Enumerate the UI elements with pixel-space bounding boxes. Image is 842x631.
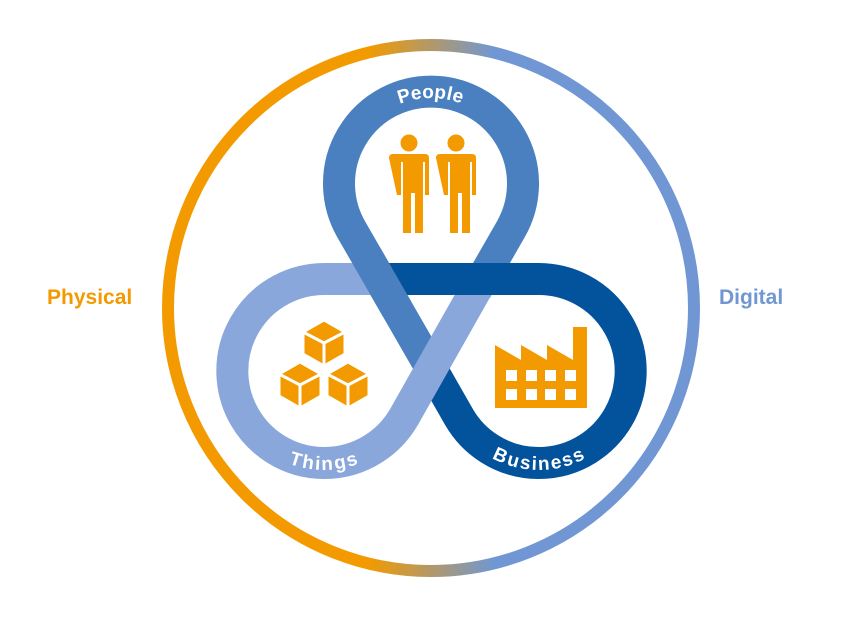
people-loop-crossing [352,247,411,317]
two-people-icon [389,134,476,233]
cube-icon [277,360,323,410]
physical-digital-ring [162,39,700,577]
physical-label: Physical [47,286,133,309]
cube-icon [301,318,347,368]
cube-icon [325,360,371,410]
person-icon [436,134,476,233]
person-icon [389,134,429,233]
stacked-cubes-icon [277,318,371,410]
factory-icon [495,327,587,408]
people-loop [323,75,539,376]
digital-label: Digital [719,286,784,309]
business-loop [380,263,647,479]
things-loop [216,263,496,479]
